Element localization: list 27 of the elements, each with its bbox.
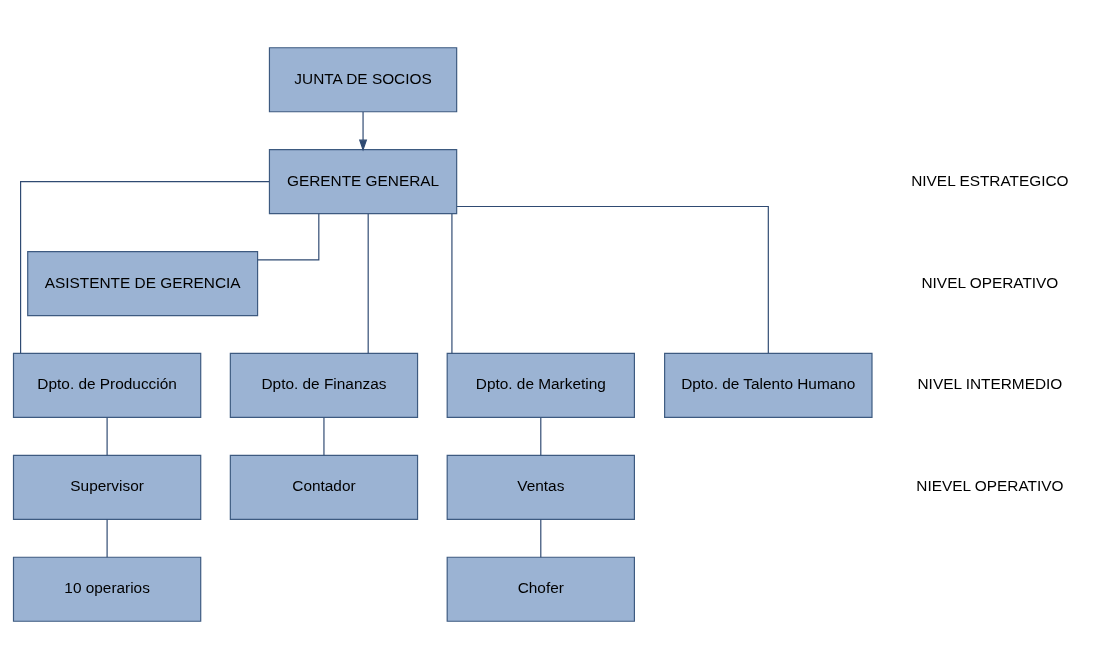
connector (540, 416, 542, 456)
label: NIEVEL OPERATIVO (916, 476, 1064, 494)
connector (106, 518, 108, 558)
connector (323, 416, 325, 456)
connector (367, 212, 369, 354)
node-box: Ventas (446, 454, 635, 520)
label: NIVEL ESTRATEGICO (911, 171, 1069, 189)
node-box: Chofer (446, 556, 635, 622)
node-box: JUNTA DE SOCIOS (268, 46, 458, 112)
node-box: Supervisor (12, 454, 202, 520)
label: NIVEL INTERMEDIO (917, 374, 1063, 392)
node-box: Dpto. de Marketing (446, 352, 635, 418)
connector (456, 205, 769, 354)
connector (451, 212, 453, 354)
connector (20, 180, 270, 354)
connector (106, 416, 108, 456)
node-box: GERENTE GENERAL (268, 148, 458, 214)
node-box: Contador (229, 454, 419, 520)
node-box: ASISTENTE DE GERENCIA (27, 250, 259, 316)
node-box: Dpto. de Talento Humano (664, 352, 873, 418)
connector (257, 212, 320, 260)
node-box: Dpto. de Producción (12, 352, 202, 418)
node-box: Dpto. de Finanzas (229, 352, 419, 418)
connector (540, 518, 542, 558)
node-box: 10 operarios (12, 556, 202, 622)
arrow (358, 110, 368, 151)
label: NIVEL OPERATIVO (921, 273, 1059, 291)
